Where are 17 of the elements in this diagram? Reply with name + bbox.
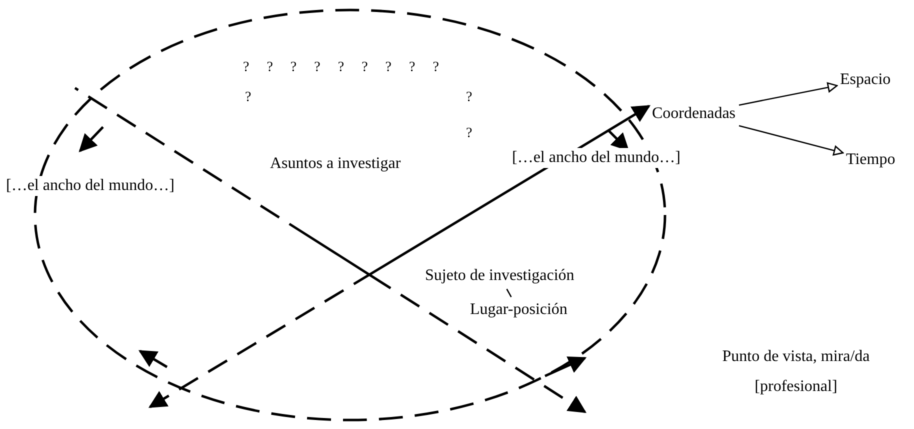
- concept-label: Tiempo: [846, 150, 896, 170]
- concept-label: Coordenadas: [652, 104, 736, 124]
- arrow: [148, 104, 651, 408]
- question-mark: ?: [466, 89, 472, 107]
- concept-label: Lugar-posición: [470, 300, 568, 320]
- topic-label: Asuntos a investigar: [270, 154, 401, 174]
- concept-label: Espacio: [840, 70, 891, 90]
- connector-line: [506, 288, 512, 298]
- arrow: [738, 125, 844, 156]
- question-marks: ? ? ? ? ? ? ? ? ?: [243, 59, 439, 77]
- caption-text: […el ancho del mundo…]: [6, 176, 174, 196]
- note-text: Punto de vista, mira/da [profesional]: [721, 347, 871, 397]
- question-mark: ?: [466, 125, 472, 143]
- caption-text: […el ancho del mundo…]: [512, 148, 680, 168]
- question-mark: ?: [245, 89, 252, 107]
- arrow: [738, 82, 838, 106]
- concept-label: Sujeto de investigación: [425, 266, 574, 286]
